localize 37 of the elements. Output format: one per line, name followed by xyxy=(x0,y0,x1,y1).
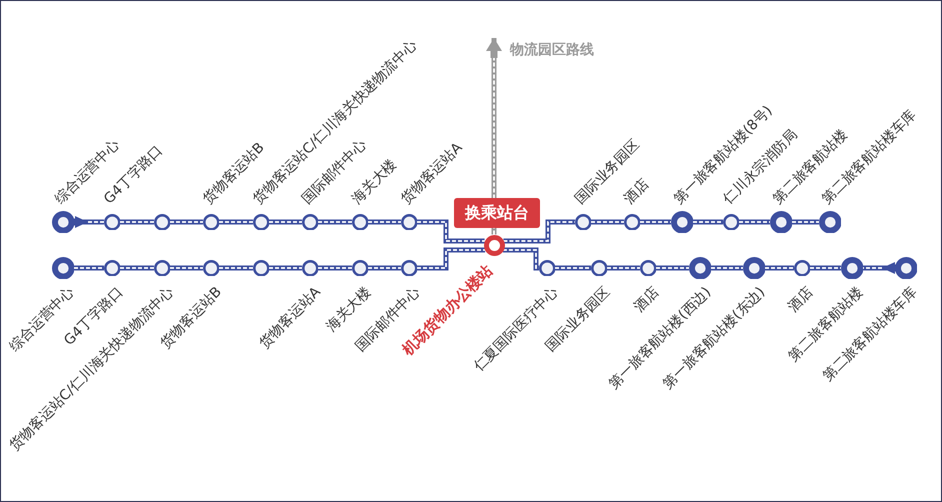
station-circle xyxy=(352,214,368,230)
station-circle xyxy=(252,214,270,230)
station-circle xyxy=(538,260,556,276)
station-circle xyxy=(52,256,74,280)
station-label: 酒店 xyxy=(631,284,664,316)
station-circle xyxy=(154,214,170,230)
station-label: 货物客运站A xyxy=(256,284,325,352)
station-circle xyxy=(52,210,74,234)
station-circle xyxy=(302,260,318,276)
station-circle xyxy=(624,214,640,230)
station-circle xyxy=(400,260,418,276)
station-circle xyxy=(574,214,592,230)
station-circle xyxy=(202,214,220,230)
station-circle xyxy=(670,210,694,234)
station-circle xyxy=(302,214,318,230)
station-circle xyxy=(722,214,740,230)
station-label: 酒店 xyxy=(620,176,653,208)
edge-label: 物流园区路线 xyxy=(508,42,596,59)
station-circle xyxy=(688,256,712,280)
station-circle xyxy=(794,260,810,276)
station-circle xyxy=(840,256,864,280)
callout-tag: 换乘站台 xyxy=(454,198,540,228)
station-circle xyxy=(742,256,766,280)
station-circle xyxy=(400,214,418,230)
station-label: 酒店 xyxy=(785,284,818,316)
station-circle xyxy=(590,260,608,276)
station-circle xyxy=(154,260,170,276)
station-circle xyxy=(202,260,220,276)
transfer-station-circle xyxy=(484,234,504,256)
station-circle xyxy=(104,260,120,276)
station-circle xyxy=(894,256,918,280)
station-circle xyxy=(104,214,120,230)
station-circle xyxy=(640,260,656,276)
station-circle xyxy=(770,210,792,234)
station-circle xyxy=(352,260,368,276)
station-circle xyxy=(818,210,842,234)
station-circle xyxy=(252,260,270,276)
